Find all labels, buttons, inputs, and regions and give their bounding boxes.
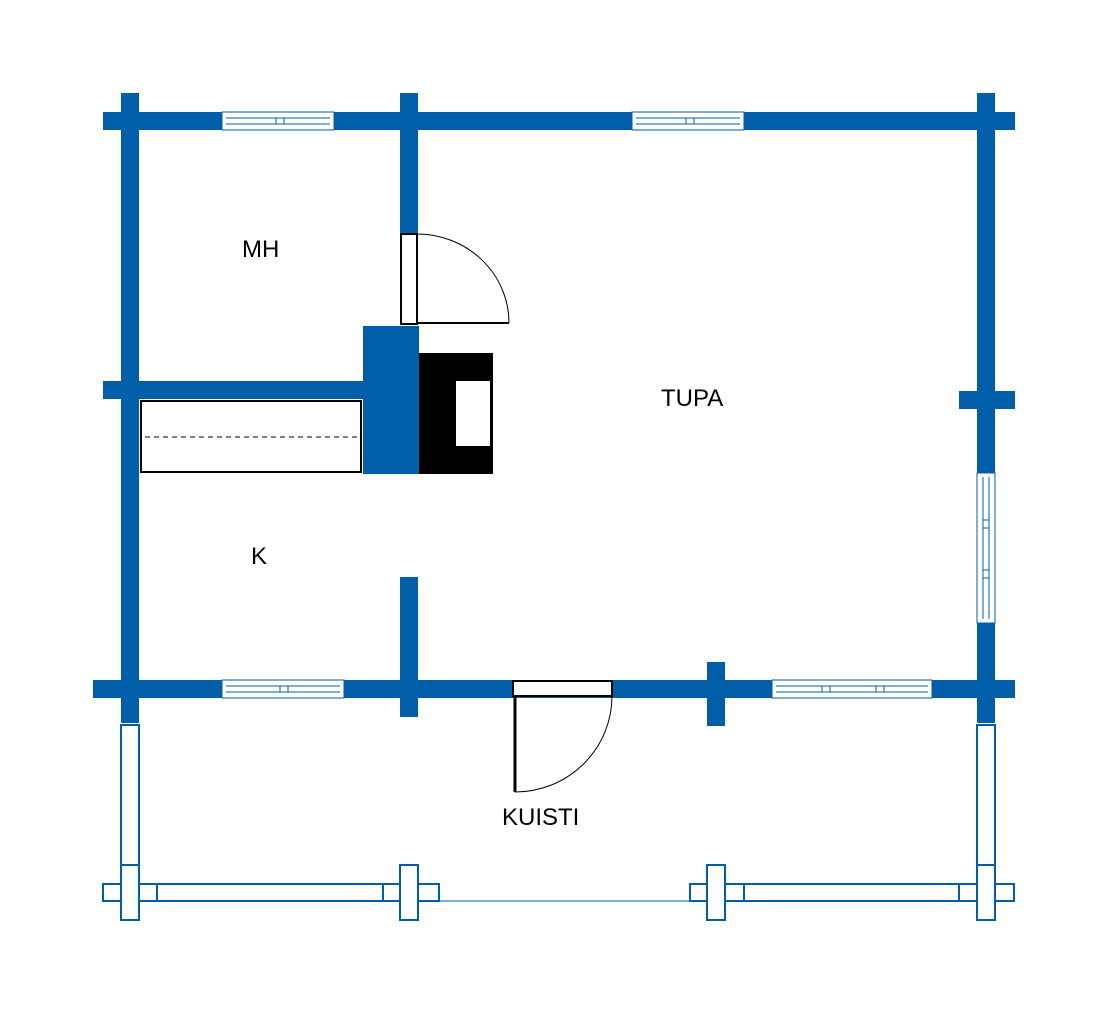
bench (140, 400, 362, 473)
door-swing-arc-mh (416, 233, 510, 324)
window-top-left (221, 111, 335, 131)
door-frame-front (512, 680, 613, 697)
wall-left-stub (103, 381, 139, 399)
wall-mh-k (139, 381, 367, 399)
porch-post-mid-right (706, 864, 726, 921)
wall-interior-upper (400, 93, 418, 233)
window-top-right (631, 111, 745, 131)
porch-post-corner-right (976, 864, 996, 921)
wall-right-stub (959, 391, 1015, 409)
door-swing-arc-front (514, 695, 613, 793)
door-leaf-mh (400, 233, 418, 325)
room-label-kuisti: KUISTI (502, 804, 579, 831)
wall-right-lower (977, 623, 995, 723)
porch-rail-inner-right (743, 883, 960, 902)
room-label-tupa: TUPA (661, 385, 723, 412)
wall-right-upper (977, 93, 995, 473)
porch-rail-inner-left (156, 883, 384, 902)
door-mh-tupa (400, 233, 510, 325)
room-label-mh: MH (242, 236, 279, 263)
porch-structure (102, 724, 1015, 921)
porch-post-mid-left (399, 864, 419, 921)
window-bottom-left (221, 679, 345, 699)
stove (419, 353, 493, 474)
wall-interior-lower (400, 577, 418, 717)
wall-bottom-stub (707, 662, 725, 726)
room-label-k: K (251, 543, 267, 570)
chimney-block (363, 326, 419, 474)
windows (221, 111, 996, 699)
window-bottom-right (771, 679, 933, 699)
porch-post-corner-left (120, 864, 140, 921)
door-front (512, 680, 613, 793)
wall-left (121, 93, 139, 723)
window-right (976, 472, 996, 624)
